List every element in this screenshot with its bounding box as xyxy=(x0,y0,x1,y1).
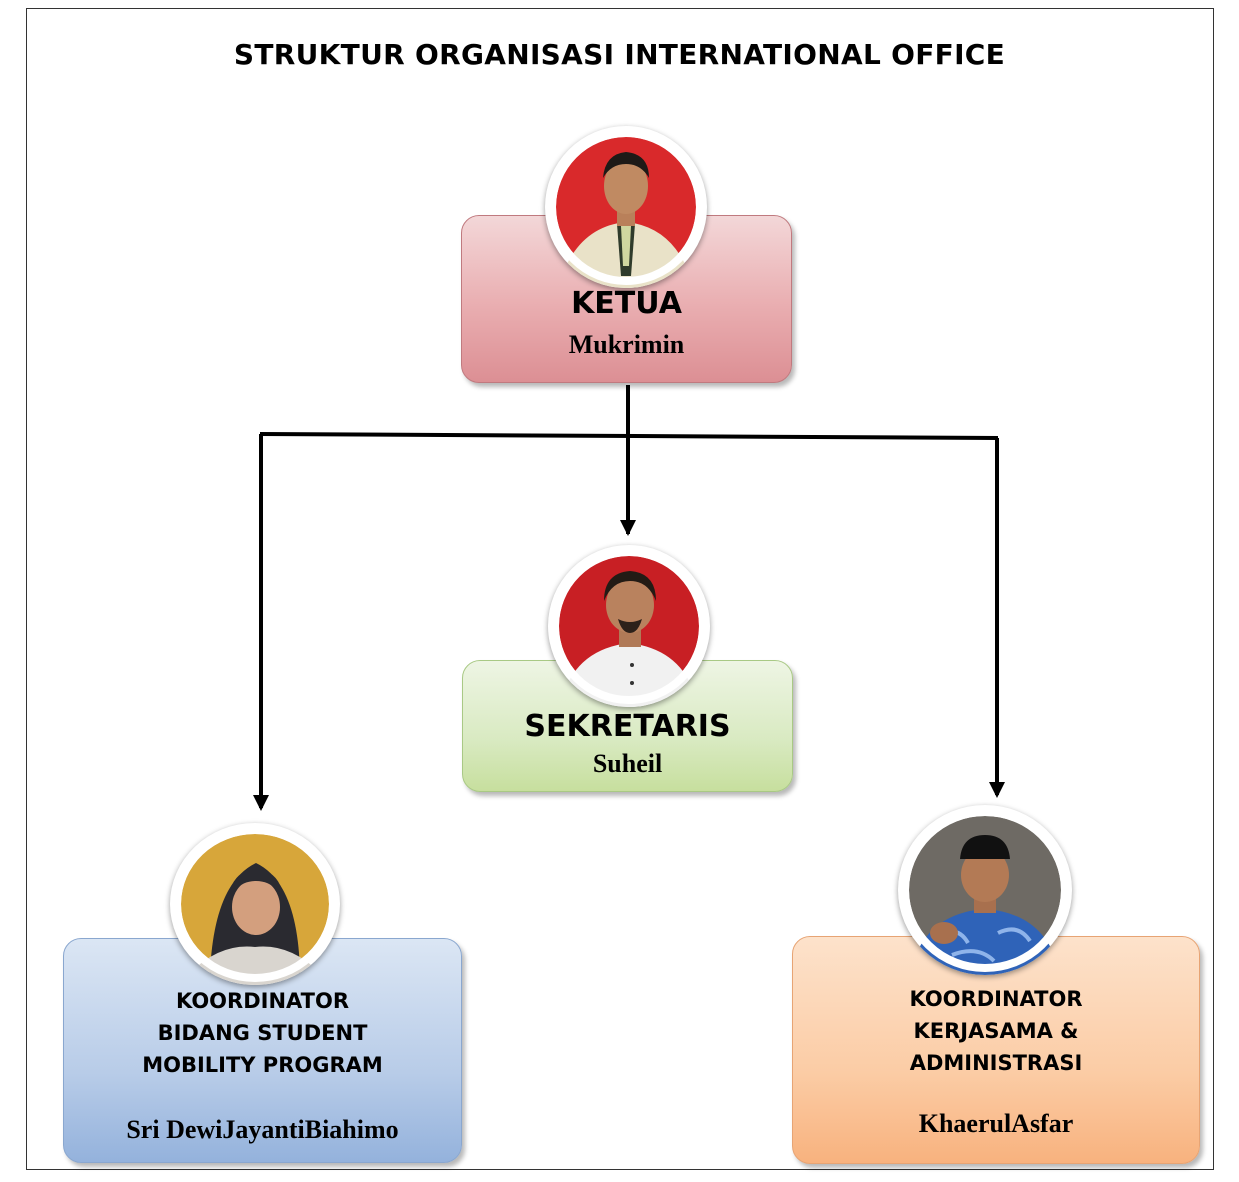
node-student-mobility-name: Sri DewiJayantiBiahimo xyxy=(126,1115,399,1144)
arrowhead-sekretaris xyxy=(620,520,636,536)
portrait-photo-sekretaris xyxy=(548,545,710,707)
node-sekretaris-name: Suheil xyxy=(592,749,663,778)
arrowhead-student-mobility xyxy=(253,795,269,811)
role-line: BIDANG STUDENT xyxy=(157,1021,368,1045)
node-ketua-role: KETUA xyxy=(571,286,682,321)
portrait-photo-student-mobility xyxy=(170,823,340,985)
role-line: KERJASAMA & xyxy=(913,1019,1079,1043)
diagram-frame xyxy=(26,8,1214,1170)
role-line: ADMINISTRASI xyxy=(909,1051,1083,1075)
node-kerjasama-role: KOORDINATOR KERJASAMA & ADMINISTRASI xyxy=(793,983,1199,1079)
role-line: MOBILITY PROGRAM xyxy=(142,1053,383,1077)
portrait-photo-ketua xyxy=(545,126,707,288)
node-sekretaris-role: SEKRETARIS xyxy=(524,709,731,744)
node-kerjasama-name: KhaerulAsfar xyxy=(918,1109,1074,1138)
role-line: KOORDINATOR xyxy=(176,989,349,1013)
arrowhead-kerjasama xyxy=(989,782,1005,798)
portrait-photo-kerjasama xyxy=(898,805,1072,975)
node-student-mobility-role: KOORDINATOR BIDANG STUDENT MOBILITY PROG… xyxy=(64,985,461,1081)
role-line: KOORDINATOR xyxy=(909,987,1083,1011)
diagram-title: STRUKTUR ORGANISASI INTERNATIONAL OFFICE xyxy=(233,38,1006,71)
node-ketua-name: Mukrimin xyxy=(568,330,685,359)
